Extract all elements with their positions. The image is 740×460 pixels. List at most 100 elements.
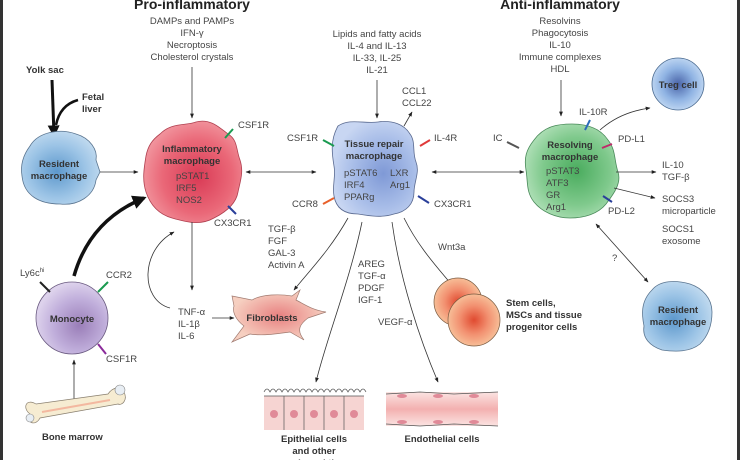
- fetal-liver-arrow: [54, 98, 79, 126]
- receptor-ccr2: [97, 281, 109, 293]
- stimulus-item: Lipids and fatty acids: [333, 29, 422, 40]
- receptor-label: PD-L2: [608, 206, 635, 217]
- inflammatory-marker: NOS2: [176, 195, 202, 206]
- resident-macrophage-label: macrophage: [650, 317, 707, 328]
- receptor-ly6c: [39, 281, 51, 293]
- tissue-repair-marker: pSTAT6: [344, 168, 377, 179]
- receptor-csf1r: [97, 343, 107, 355]
- epi-factor: PDGF: [358, 283, 385, 294]
- epithelial-label: parenchymal tissues: [267, 458, 361, 460]
- question-mark: ?: [612, 253, 617, 264]
- receptor-ic: [506, 141, 520, 149]
- stimulus-item: Cholesterol crystals: [151, 52, 234, 63]
- stimulus-item: HDL: [550, 64, 569, 75]
- receptor-label: CX3CR1: [214, 218, 252, 229]
- inflammatory-marker: IRF5: [176, 183, 197, 194]
- resolving-title: macrophage: [542, 152, 599, 163]
- repair-to-epithelial-arrow: [315, 221, 363, 383]
- pro-inflammatory-header: Pro-inflammatory: [134, 0, 250, 12]
- stimulus-item: Phagocytosis: [532, 28, 589, 39]
- epithelial-label: Epithelial cells: [281, 434, 347, 445]
- secreted-item: exosome: [662, 236, 701, 247]
- chemokine-item: CCL22: [402, 98, 432, 109]
- repair-to-stem-arrow: [403, 217, 457, 291]
- receptor-cx3cr1: [417, 195, 430, 204]
- resident-macrophage-left: Resident macrophage: [21, 130, 101, 205]
- tissue-repair-marker: IRF4: [344, 180, 365, 191]
- epithelial-cells: [263, 388, 367, 430]
- yolk-sac-label: Yolk sac: [26, 65, 64, 76]
- stimulus-item: Necroptosis: [167, 40, 217, 51]
- cytokine-item: IL-6: [178, 331, 194, 342]
- anti-inflammatory-header: Anti-inflammatory: [500, 0, 620, 12]
- receptor-label: CSF1R: [238, 120, 269, 131]
- fibro-factor: GAL-3: [268, 248, 295, 259]
- bone-marrow-label: Bone marrow: [42, 432, 103, 443]
- cytokine-item: TNF-α: [178, 307, 206, 318]
- resolving-macrophage: Resolving macrophage pSTAT3 ATF3 GR Arg1: [524, 123, 620, 219]
- epi-factor: AREG: [358, 259, 385, 270]
- bone-icon: [25, 384, 126, 424]
- receptor-label: IL-4R: [434, 133, 457, 144]
- resolving-to-treg-arrow: [599, 106, 651, 131]
- receptor-pdl2: [602, 195, 613, 203]
- tissue-repair-macrophage: Tissue repair macrophage pSTAT6 IRF4 PPA…: [331, 121, 418, 217]
- receptor-label: IC: [493, 133, 503, 144]
- epi-factor: TGF-α: [358, 271, 386, 282]
- stem-cells-label: progenitor cells: [506, 322, 577, 333]
- resident-macrophage-label: macrophage: [31, 171, 88, 182]
- tissue-repair-marker: Arg1: [390, 180, 410, 191]
- tissue-repair-title: macrophage: [346, 151, 403, 162]
- resolving-title: Resolving: [547, 140, 593, 151]
- anti-stimuli-list: Resolvins Phagocytosis IL-10 Immune comp…: [519, 16, 602, 75]
- resolving-output-arrow: [613, 187, 656, 199]
- repair-stimuli-list: Lipids and fatty acids IL-4 and IL-13 IL…: [333, 29, 422, 76]
- stimulus-item: IL-33, IL-25: [353, 53, 402, 64]
- receptor-label: CCR2: [106, 270, 132, 281]
- stimulus-item: IL-21: [366, 65, 388, 76]
- cytokine-feedback-arrow: [147, 231, 175, 309]
- tissue-repair-title: Tissue repair: [345, 139, 404, 150]
- treg-label: Treg cell: [659, 80, 698, 91]
- fetal-liver-label-line1: Fetal: [82, 92, 104, 103]
- secreted-item: SOCS1: [662, 224, 694, 235]
- secreted-item: IL-10: [662, 160, 684, 171]
- receptor-csf1r: [224, 128, 234, 139]
- secreted-item: SOCS3: [662, 194, 694, 205]
- receptor-pdl1: [601, 143, 613, 149]
- stem-cells: [433, 277, 501, 347]
- receptor-csf1r: [322, 139, 335, 147]
- stem-cells-label: MSCs and tissue: [506, 310, 582, 321]
- monocyte-label: Monocyte: [50, 314, 94, 325]
- receptor-label: CCR8: [292, 199, 318, 210]
- inflammatory-title: Inflammatory: [162, 144, 222, 155]
- inflammatory-marker: pSTAT1: [176, 171, 209, 182]
- fibro-factor: Activin A: [268, 260, 305, 271]
- fibroblasts-label: Fibroblasts: [246, 313, 297, 324]
- receptor-label: IL-10R: [579, 107, 608, 118]
- ly6c-superscript: hi: [40, 268, 45, 274]
- receptor-il10r: [584, 119, 591, 131]
- epithelial-label: and other: [292, 446, 336, 457]
- ly6c-text: Ly6c: [20, 268, 40, 279]
- resolving-marker: Arg1: [546, 202, 566, 213]
- monocyte: Monocyte: [35, 281, 109, 355]
- stimulus-item: Resolvins: [539, 16, 580, 27]
- secreted-item: TGF-β: [662, 172, 690, 183]
- fetal-liver-label-line2: liver: [82, 104, 102, 115]
- yolk-sac-arrow: [47, 79, 60, 138]
- epi-factor: IGF-1: [358, 295, 382, 306]
- stem-cells-label: Stem cells,: [506, 298, 556, 309]
- endothelial-label: Endothelial cells: [405, 434, 480, 445]
- resolving-resident-arrow: [595, 223, 649, 283]
- receptor-label: Ly6chi: [20, 268, 44, 279]
- cytokine-item: IL-1β: [178, 319, 200, 330]
- secreted-item: microparticle: [662, 206, 716, 217]
- chemokine-item: CCL1: [402, 86, 426, 97]
- resident-macrophage-label: Resident: [658, 305, 699, 316]
- tissue-repair-marker: LXR: [390, 168, 409, 179]
- resolving-marker: ATF3: [546, 178, 569, 189]
- resident-macrophage-label: Resident: [39, 159, 80, 170]
